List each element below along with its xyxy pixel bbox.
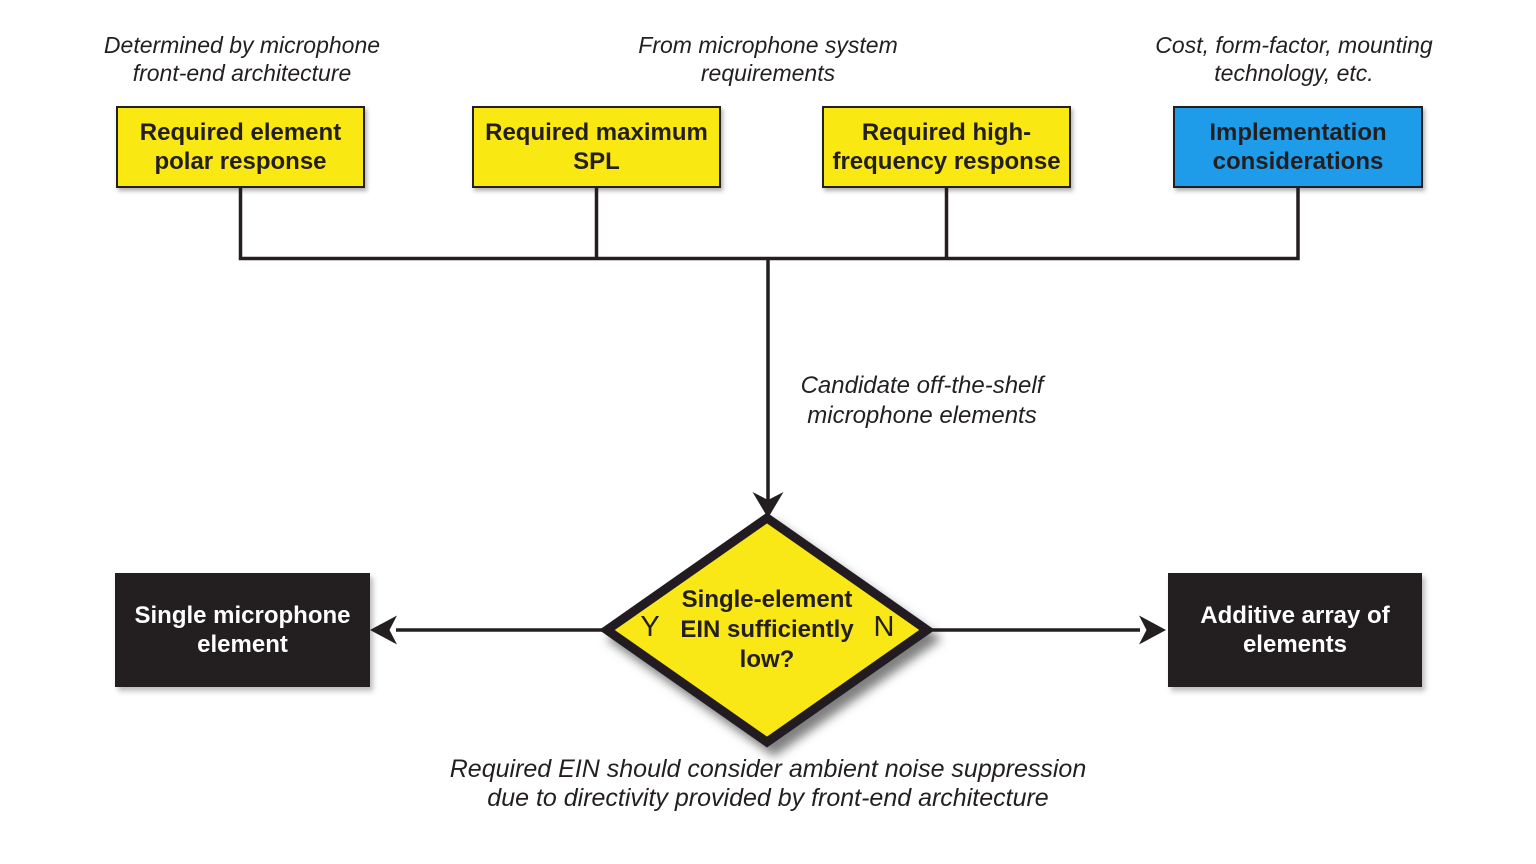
branch-label-yes: Y (640, 611, 660, 643)
decision-diamond-shape (599, 512, 935, 748)
input-box-implementation-considerations: Implementation considerations (1173, 106, 1423, 188)
arrowhead-right-icon (1139, 615, 1166, 645)
footnote-ein-note: Required EIN should consider ambient noi… (449, 755, 1087, 812)
input-box-polar-response: Required element polar response (116, 106, 365, 188)
input-box-max-spl: Required maximum SPL (472, 106, 721, 188)
arrowhead-left-icon (370, 615, 397, 645)
input-box-high-frequency-response: Required high- frequency response (822, 106, 1071, 188)
outcome-box-additive-array: Additive array of elements (1168, 573, 1422, 687)
annotation-system-requirements: From microphone system requirements (638, 32, 898, 86)
annotation-implementation-factors: Cost, form-factor, mounting technology, … (1155, 32, 1433, 86)
flow-arrow-label: Candidate off-the-shelf microphone eleme… (800, 372, 1044, 429)
decision-question: Single-element EIN sufficiently low? (680, 586, 854, 673)
branch-label-no: N (873, 611, 895, 643)
arrowhead-down-icon (752, 492, 784, 518)
outcome-box-single-element: Single microphone element (115, 573, 370, 687)
annotation-front-end-architecture: Determined by microphone front-end archi… (103, 32, 381, 86)
